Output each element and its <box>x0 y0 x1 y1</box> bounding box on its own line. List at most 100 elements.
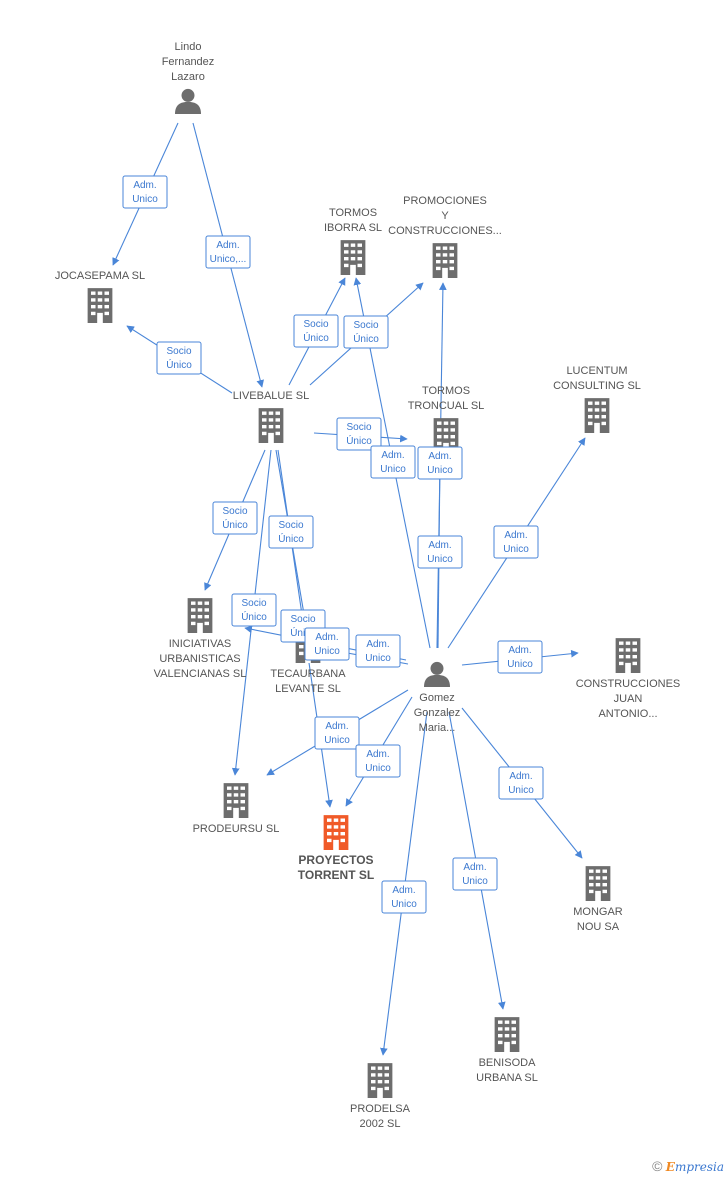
relation-label[interactable]: Adm.Unico <box>493 525 539 559</box>
relation-label-text: Adm. <box>366 749 389 760</box>
node-promociones[interactable]: PROMOCIONESYCONSTRUCCIONES... <box>388 195 502 278</box>
relation-label[interactable]: Adm. Unico <box>122 175 168 209</box>
relation-label-text: Socio <box>241 598 266 609</box>
relation-label-text: Adm. <box>428 451 451 462</box>
relation-label[interactable]: Adm. Unico <box>498 766 544 800</box>
relation-label-box <box>304 627 350 661</box>
relation-label-text: Adm. <box>381 450 404 461</box>
relation-label-text: Adm. <box>508 645 531 656</box>
node-label: MONGAR <box>573 906 623 918</box>
relation-label[interactable]: Adm.Unico <box>355 744 401 778</box>
node-label: CONSTRUCCIONES... <box>388 225 502 237</box>
relation-label-text: Socio <box>222 506 247 517</box>
node-label: VALENCIANAS SL <box>154 668 247 680</box>
brand-name: mpresia <box>674 1160 724 1174</box>
relation-label-box <box>122 175 168 209</box>
relation-label-text: Unico <box>314 646 340 657</box>
brand-initial: E <box>665 1160 675 1174</box>
node-label: Gonzalez <box>414 707 460 719</box>
relation-label[interactable]: Adm.Unico,... <box>205 235 251 269</box>
node-label: 2002 SL <box>360 1118 401 1130</box>
relation-label-box <box>343 315 389 349</box>
node-prodeursu[interactable]: PRODEURSU SL <box>193 783 280 835</box>
node-label: Lazaro <box>171 71 205 83</box>
relation-label-text: Unico <box>503 544 529 555</box>
relation-label-text: Adm. <box>463 862 486 873</box>
relation-label-text: Adm. <box>509 771 532 782</box>
relation-label-text: Único <box>241 610 267 623</box>
relation-label[interactable]: Adm.Unico <box>417 535 463 569</box>
relation-label-box <box>417 535 463 569</box>
node-label: IBORRA SL <box>324 222 382 234</box>
node-gomez[interactable]: GomezGonzalezMaria... <box>414 661 460 734</box>
person-icon <box>175 88 201 114</box>
node-label: PRODELSA <box>350 1103 411 1115</box>
relation-label-text: Socio <box>346 422 371 433</box>
relation-label-text: Unico <box>508 785 534 796</box>
relation-label-box <box>493 525 539 559</box>
relation-label-text: Adm. <box>216 240 239 251</box>
relation-label[interactable]: Adm. Unico <box>304 627 350 661</box>
node-construcciones_juan[interactable]: CONSTRUCCIONESJUANANTONIO... <box>576 638 681 720</box>
node-label: Fernandez <box>162 56 215 68</box>
relation-label-box <box>293 314 339 348</box>
node-livebalue[interactable]: LIVEBALUE SL <box>233 390 309 443</box>
relation-label-text: Socio <box>278 520 303 531</box>
relation-label-box <box>381 880 427 914</box>
relation-label[interactable]: Adm.Unico <box>452 857 498 891</box>
node-label: PROYECTOS <box>298 853 373 867</box>
edge-labels-layer: Adm.UnicoAdm.Unico,...SocioÚnicoSocioÚni… <box>122 175 544 914</box>
relation-label-text: Unico <box>391 899 417 910</box>
relation-label-text: Unico <box>427 465 453 476</box>
relation-label-text: Único <box>166 358 192 371</box>
building-icon <box>340 240 366 275</box>
relation-label-box <box>336 417 382 451</box>
node-label: URBANA SL <box>476 1072 538 1084</box>
relation-label-text: Único <box>303 331 329 344</box>
relation-label[interactable]: Adm.Unico <box>355 634 401 668</box>
relation-label-box <box>156 341 202 375</box>
node-prodelsa[interactable]: PRODELSA 2002 SL <box>350 1063 411 1130</box>
node-label: Maria... <box>419 722 456 734</box>
relation-label-text: Adm. <box>133 180 156 191</box>
relation-label-text: Adm. <box>315 632 338 643</box>
building-icon <box>367 1063 393 1098</box>
relation-label-text: Unico <box>324 735 350 746</box>
relation-label-box <box>212 501 258 535</box>
relation-label[interactable]: Adm. Unico <box>370 445 416 479</box>
relation-label[interactable]: Adm. Unico <box>417 446 463 480</box>
node-jocasepama[interactable]: JOCASEPAMA SL <box>55 270 145 323</box>
relation-label-text: Unico <box>507 659 533 670</box>
relation-label-text: Unico <box>380 464 406 475</box>
relation-label[interactable]: Adm. Unico <box>381 880 427 914</box>
building-icon <box>187 598 213 633</box>
relation-label-text: Socio <box>353 320 378 331</box>
relation-label-text: Adm. <box>392 885 415 896</box>
building-icon <box>615 638 641 673</box>
relation-label[interactable]: Adm.Unico <box>314 716 360 750</box>
node-label: JOCASEPAMA SL <box>55 270 145 282</box>
relation-label-text: Único <box>353 332 379 345</box>
relation-label-text: Unico <box>132 194 158 205</box>
relation-label-box <box>231 593 277 627</box>
node-label: TORRENT SL <box>298 868 374 882</box>
footer-brand[interactable]: © Empresia <box>652 1158 724 1174</box>
relation-label[interactable]: Adm. Unico <box>497 640 543 674</box>
